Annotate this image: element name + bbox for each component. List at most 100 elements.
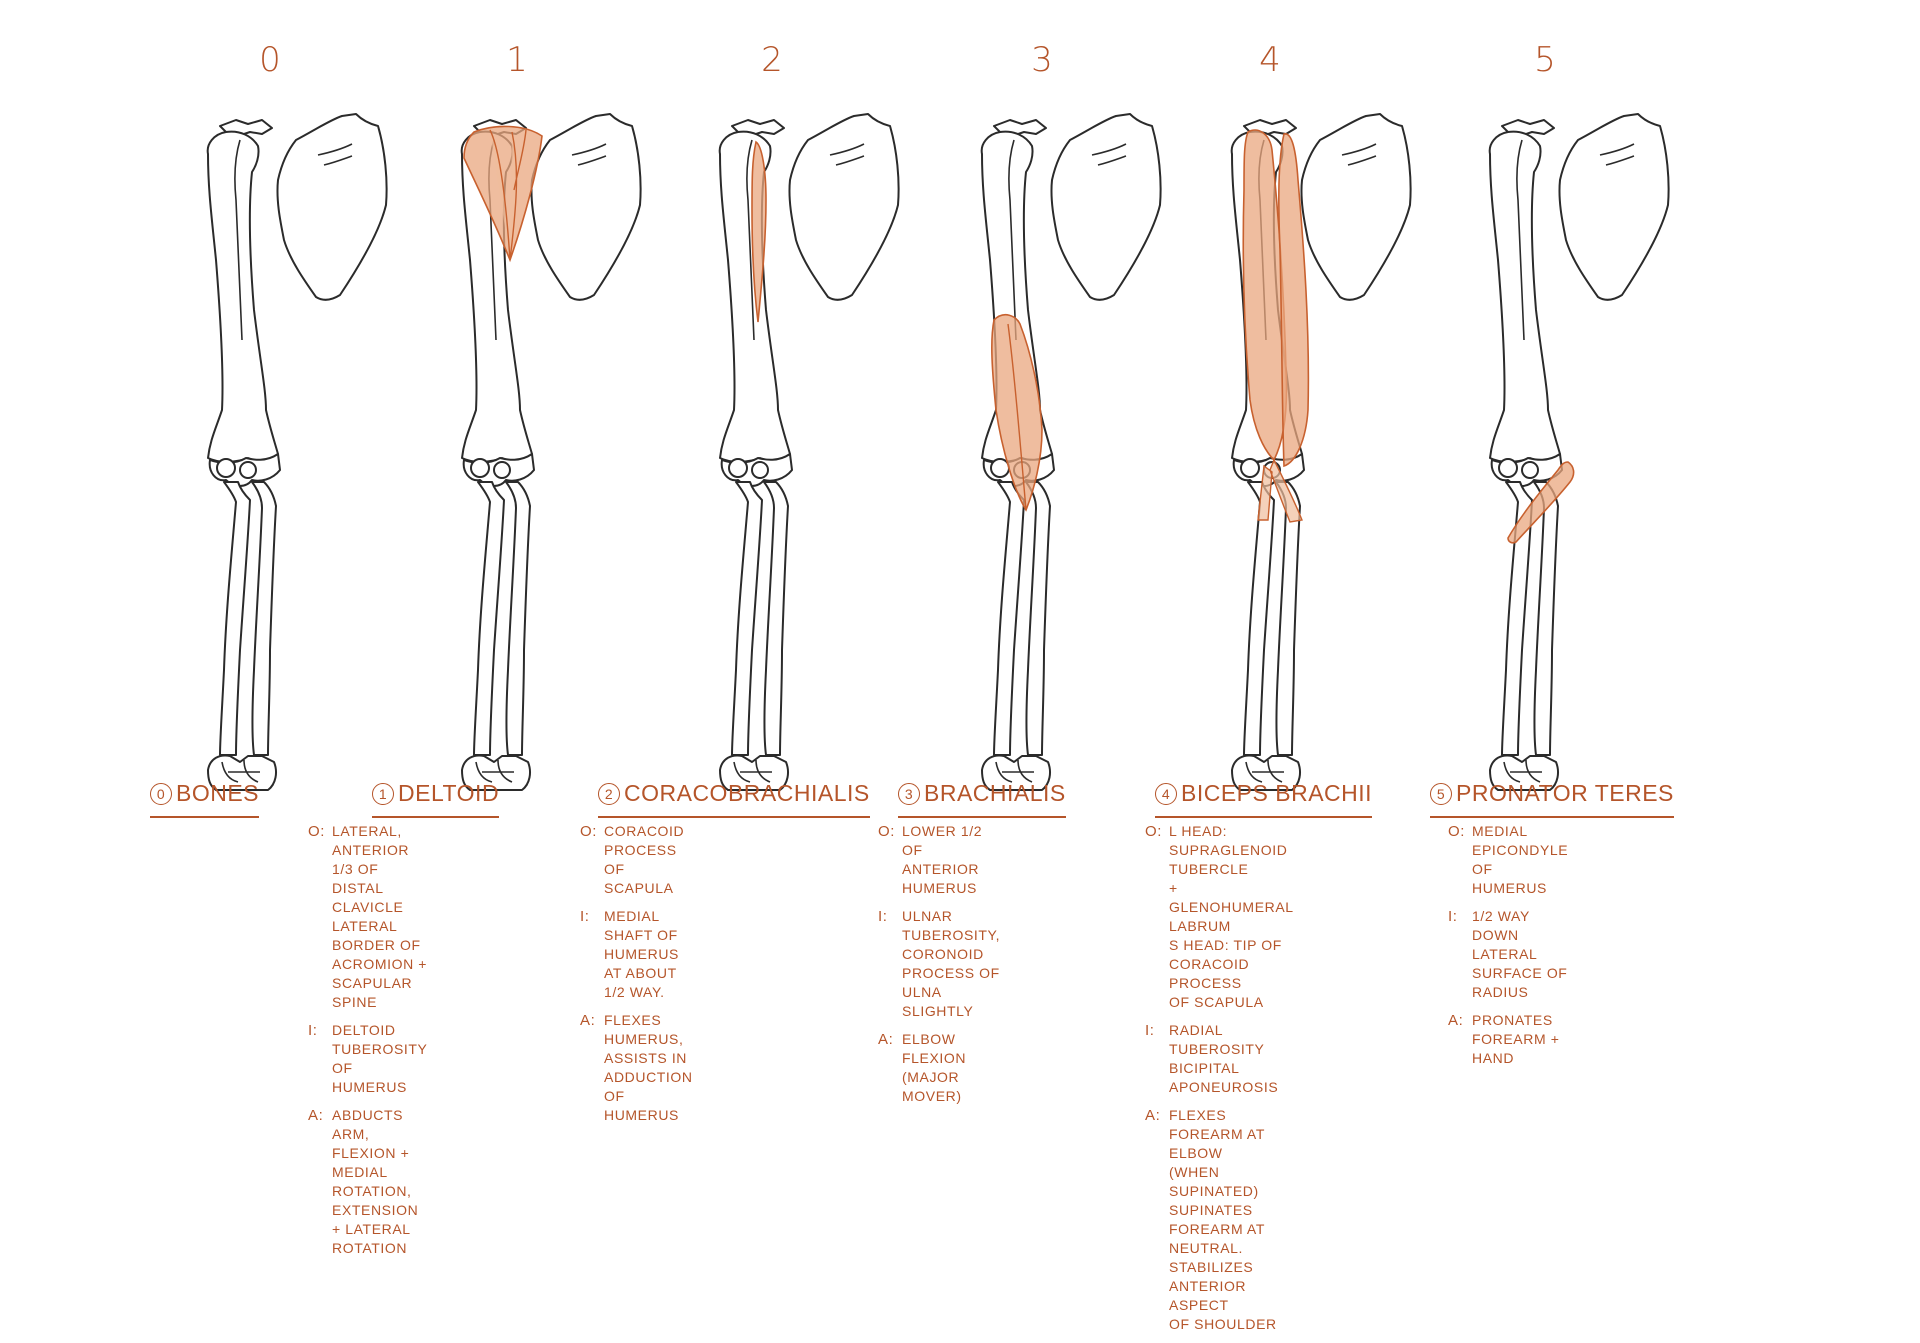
note-item: I: RADIAL TUBEROSITY BICIPITAL APONEUROSI… bbox=[1145, 1021, 1293, 1097]
note-label: A: bbox=[1448, 1012, 1464, 1029]
note-label: A: bbox=[308, 1107, 324, 1124]
stage-number: 0 bbox=[259, 40, 281, 80]
note-text: L HEAD: SUPRAGLENOID TUBERCLE + GLENOHUM… bbox=[1169, 823, 1294, 1010]
arm-bones bbox=[1488, 113, 1670, 791]
ulna bbox=[219, 481, 251, 756]
carpal-bones bbox=[207, 754, 277, 791]
stage-title-text: BONES bbox=[176, 780, 260, 806]
arm-bones bbox=[206, 113, 388, 791]
note-label: I: bbox=[878, 908, 888, 925]
note-text: FLEXES FOREARM AT ELBOW (WHEN SUPINATED)… bbox=[1169, 1107, 1277, 1332]
stage-circle-number: 3 bbox=[898, 783, 920, 805]
stage-title-text: BICEPS BRACHII bbox=[1181, 780, 1373, 806]
stage-number: 3 bbox=[1031, 40, 1053, 80]
note-text: 1/2 WAY DOWN LATERAL SURFACE OF RADIUS bbox=[1472, 908, 1568, 1000]
carpal-bones bbox=[1489, 754, 1559, 791]
note-text: ABDUCTS ARM, FLEXION + MEDIAL ROTATION, … bbox=[332, 1107, 419, 1256]
stage-notes: O:LATERAL, ANTERIOR 1/3 OF DISTAL CLAVIC… bbox=[308, 822, 427, 1267]
note-label: A: bbox=[580, 1012, 596, 1029]
muscle-deltoid bbox=[463, 125, 543, 263]
note-label: I: bbox=[1448, 908, 1458, 925]
note-item: A:ELBOW FLEXION (MAJOR MOVER) bbox=[878, 1030, 1000, 1106]
note-label: A: bbox=[1145, 1107, 1161, 1124]
note-text: PRONATES FOREARM + HAND bbox=[1472, 1012, 1560, 1066]
stage-circle-number: 0 bbox=[150, 783, 172, 805]
radius bbox=[1025, 481, 1051, 756]
note-text: LOWER 1/2 OF ANTERIOR HUMERUS bbox=[902, 823, 983, 896]
radius bbox=[763, 481, 789, 756]
radius bbox=[1275, 481, 1301, 756]
arm-bones bbox=[460, 113, 642, 791]
note-text: LATERAL, ANTERIOR 1/3 OF DISTAL CLAVICLE… bbox=[332, 823, 428, 1010]
arm-drawing-3 bbox=[980, 113, 1162, 791]
radius bbox=[505, 481, 531, 756]
muscle-pronator-teres bbox=[1507, 461, 1575, 544]
arm-drawing-0 bbox=[206, 113, 388, 791]
stage-circle-number: 2 bbox=[598, 783, 620, 805]
muscle-biceps-brachii bbox=[1242, 129, 1310, 523]
note-label: I: bbox=[1145, 1022, 1155, 1039]
ulna bbox=[1243, 481, 1275, 756]
ulna bbox=[473, 481, 505, 756]
muscle-brachialis bbox=[991, 313, 1043, 512]
radius bbox=[251, 481, 277, 756]
note-label: O: bbox=[1145, 823, 1163, 840]
note-text: MEDIAL SHAFT OF HUMERUS AT ABOUT 1/2 WAY… bbox=[604, 908, 679, 1000]
humerus bbox=[206, 130, 279, 463]
note-item: O: MEDIAL EPICONDYLE OF HUMERUS bbox=[1448, 822, 1568, 898]
note-label: O: bbox=[878, 823, 896, 840]
scapula bbox=[1558, 113, 1670, 301]
stage-number: 5 bbox=[1534, 40, 1556, 80]
note-item: O: CORACOID PROCESS OF SCAPULA bbox=[580, 822, 693, 898]
stage-title-text: BRACHIALIS bbox=[924, 780, 1066, 806]
stage-notes: O: MEDIAL EPICONDYLE OF HUMERUS I: 1/2 WAY … bbox=[1448, 822, 1568, 1077]
note-text: MEDIAL EPICONDYLE OF HUMERUS bbox=[1472, 823, 1569, 896]
stage-title-text: PRONATOR TERES bbox=[1456, 780, 1674, 806]
note-label: O: bbox=[580, 823, 598, 840]
stage-notes: O: CORACOID PROCESS OF SCAPULA I: MEDIAL SH… bbox=[580, 822, 693, 1134]
carpal-bones bbox=[1231, 754, 1301, 791]
note-text: DELTOID TUBEROSITY OF HUMERUS bbox=[332, 1022, 428, 1095]
arm-bones bbox=[718, 113, 900, 791]
stage-notes: O: L HEAD: SUPRAGLENOID TUBERCLE + GLENOH… bbox=[1145, 822, 1293, 1343]
note-item: A:FLEXES HUMERUS, ASSISTS IN ADDUCTION O… bbox=[580, 1011, 693, 1125]
scapula bbox=[1050, 113, 1162, 301]
stage-title-text: CORACOBRACHIALIS bbox=[624, 780, 870, 806]
arm-drawing-1 bbox=[460, 113, 642, 791]
note-text: CORACOID PROCESS OF SCAPULA bbox=[604, 823, 685, 896]
muscle-coracobrachialis bbox=[751, 140, 767, 323]
note-item: I: 1/2 WAY DOWN LATERAL SURFACE OF RADIUS bbox=[1448, 907, 1568, 1002]
note-item: A: ABDUCTS ARM, FLEXION + MEDIAL ROTATION… bbox=[308, 1106, 427, 1258]
arm-drawing-4 bbox=[1230, 113, 1412, 791]
note-label: O: bbox=[1448, 823, 1466, 840]
note-text: ELBOW FLEXION (MAJOR MOVER) bbox=[902, 1031, 967, 1104]
arm-drawing-2 bbox=[718, 113, 900, 791]
carpal-bones bbox=[461, 754, 531, 791]
humerus bbox=[1488, 130, 1561, 463]
stage-circle-number: 5 bbox=[1430, 783, 1452, 805]
note-item: I:DELTOID TUBEROSITY OF HUMERUS bbox=[308, 1021, 427, 1097]
stage-number: 1 bbox=[506, 40, 528, 80]
stage-circle-number: 1 bbox=[372, 783, 394, 805]
scapula bbox=[1300, 113, 1412, 301]
note-item: O:LATERAL, ANTERIOR 1/3 OF DISTAL CLAVIC… bbox=[308, 822, 427, 1012]
note-label: I: bbox=[580, 908, 590, 925]
stage-number: 4 bbox=[1259, 40, 1281, 80]
note-item: O: L HEAD: SUPRAGLENOID TUBERCLE + GLENOH… bbox=[1145, 822, 1293, 1012]
stage-circle-number: 4 bbox=[1155, 783, 1177, 805]
scapula bbox=[276, 113, 388, 301]
note-item: O: LOWER 1/2 OF ANTERIOR HUMERUS bbox=[878, 822, 1000, 898]
radius bbox=[1533, 481, 1559, 756]
note-item: I: MEDIAL SHAFT OF HUMERUS AT ABOUT 1/2 W… bbox=[580, 907, 693, 1002]
arm-drawing-5 bbox=[1488, 113, 1670, 791]
ulna bbox=[993, 481, 1025, 756]
scapula bbox=[788, 113, 900, 301]
note-text: RADIAL TUBEROSITY BICIPITAL APONEUROSIS bbox=[1169, 1022, 1279, 1095]
carpal-bones bbox=[719, 754, 789, 791]
